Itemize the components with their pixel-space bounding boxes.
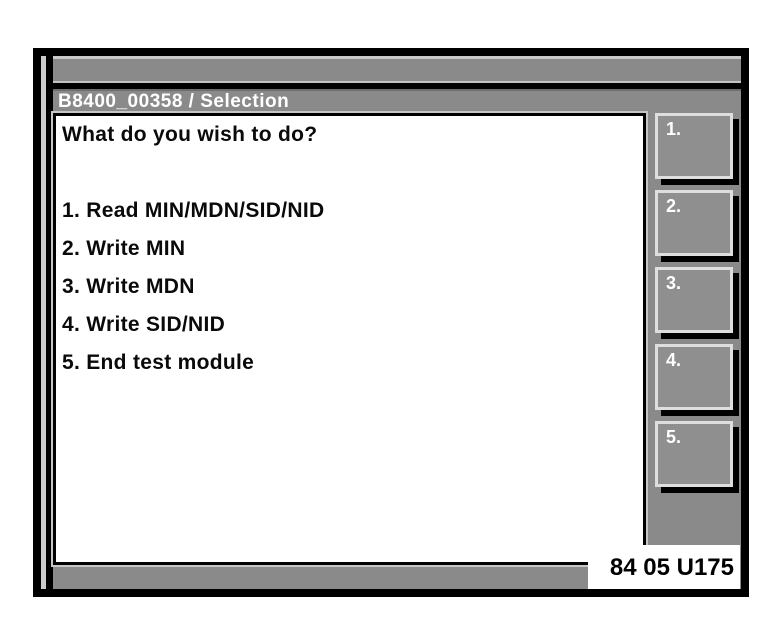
dialog-content-panel: What do you wish to do? 1. Read MIN/MDN/… bbox=[51, 111, 648, 567]
device-screen-frame: B8400_00358 / Selection What do you wish… bbox=[33, 48, 749, 597]
softkey-button-1[interactable]: 1. bbox=[655, 113, 733, 179]
softkey-label-1: 1. bbox=[666, 119, 682, 139]
softkey-label-4: 4. bbox=[666, 350, 682, 370]
softkey-button-2[interactable]: 2. bbox=[655, 190, 733, 256]
menu-item-read-min-mdn-sid-nid: 1. Read MIN/MDN/SID/NID bbox=[62, 199, 325, 222]
status-code: 84 05 U175 bbox=[588, 545, 740, 589]
softkey-button-4[interactable]: 4. bbox=[655, 344, 733, 410]
menu-list: 1. Read MIN/MDN/SID/NID 2. Write MIN 3. … bbox=[62, 192, 637, 382]
top-header-strip bbox=[53, 56, 741, 83]
softkey-label-5: 5. bbox=[666, 427, 682, 447]
menu-item-write-sid-nid: 4. Write SID/NID bbox=[62, 313, 226, 336]
header-divider bbox=[53, 83, 741, 91]
softkey-label-2: 2. bbox=[666, 196, 682, 216]
menu-item-write-min: 2. Write MIN bbox=[62, 237, 186, 260]
window-title: B8400_00358 / Selection bbox=[58, 91, 290, 112]
dialog-question-text: What do you wish to do? bbox=[62, 123, 318, 146]
bezel-strip-dark bbox=[46, 56, 53, 589]
menu-item-end-test-module: 5. End test module bbox=[62, 351, 255, 374]
softkey-button-3[interactable]: 3. bbox=[655, 267, 733, 333]
device-screen: B8400_00358 / Selection What do you wish… bbox=[41, 56, 741, 589]
softkey-label-3: 3. bbox=[666, 273, 682, 293]
bezel-strip-light bbox=[41, 56, 46, 589]
softkey-button-5[interactable]: 5. bbox=[655, 421, 733, 487]
menu-item-write-mdn: 3. Write MDN bbox=[62, 275, 195, 298]
